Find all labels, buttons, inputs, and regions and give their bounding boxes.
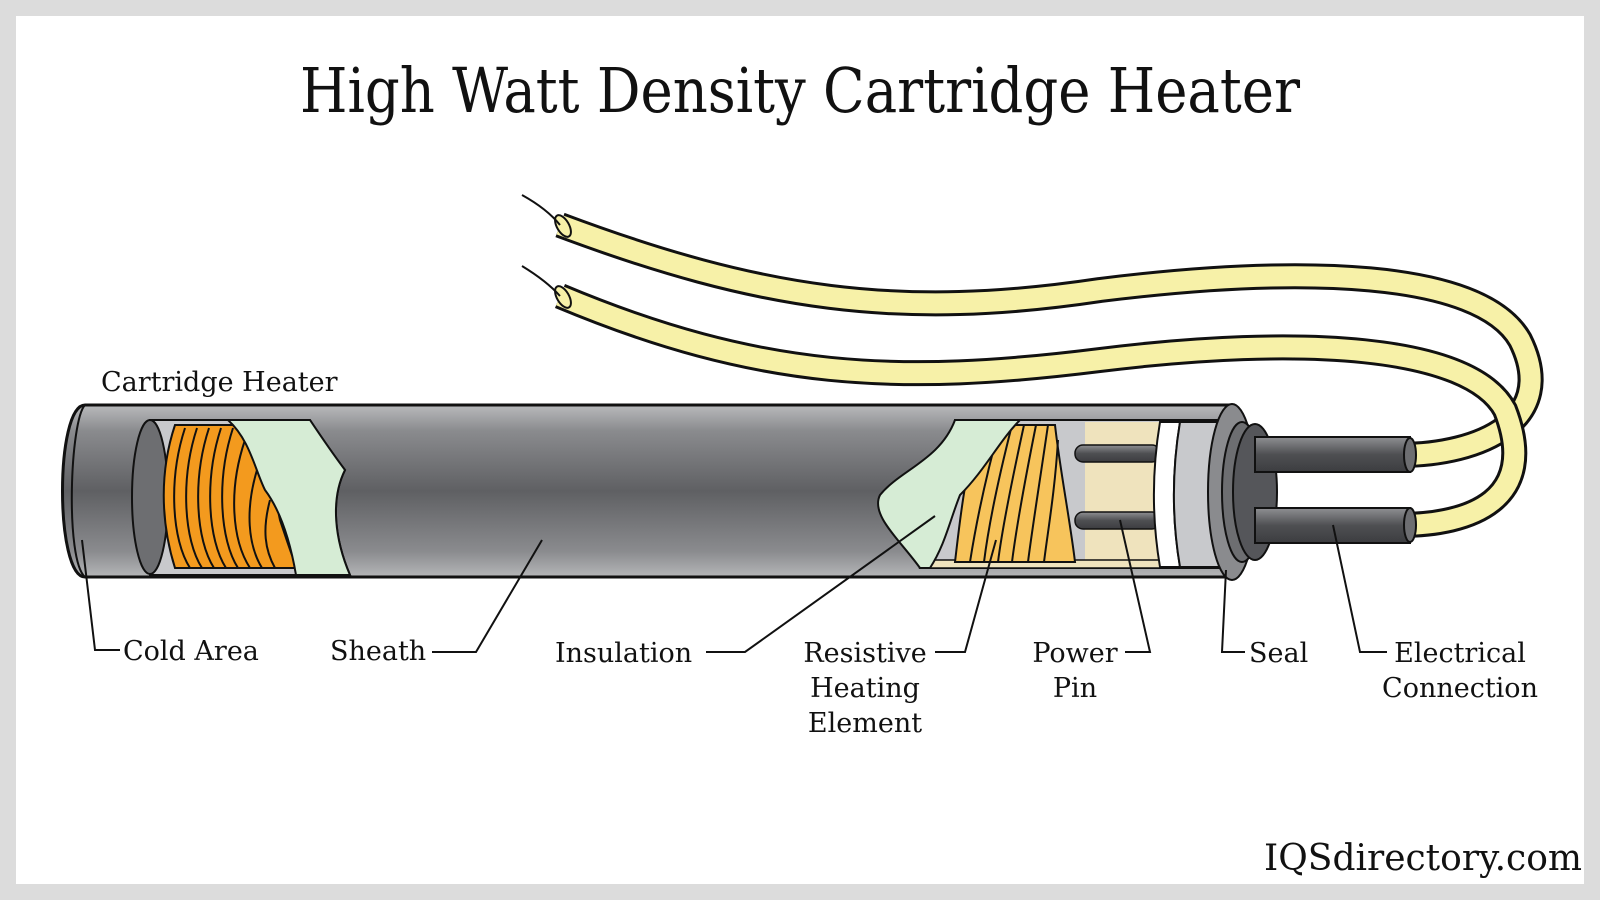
power-pin-label-2: Pin (1053, 673, 1097, 704)
sheath-label: Sheath (330, 636, 426, 667)
brand-watermark: IQSdirectory.com (1264, 838, 1582, 879)
electrical-label-2: Connection (1382, 673, 1538, 704)
electrical-label-1: Electrical (1394, 638, 1526, 669)
seal-label: Seal (1249, 638, 1308, 669)
diagram-title: High Watt Density Cartridge Heater (300, 54, 1300, 127)
hot-section-cutaway (877, 419, 1231, 569)
insulation-label: Insulation (555, 638, 692, 669)
electrical-connection-sleeves (1254, 436, 1417, 544)
cold-area-cutaway (131, 419, 352, 576)
lead-wires (521, 194, 1544, 538)
power-pin-label-1: Power (1032, 638, 1117, 669)
cartridge-heater-label: Cartridge Heater (101, 367, 338, 398)
resistive-label-2: Heating (810, 673, 920, 704)
resistive-label-1: Resistive (803, 638, 926, 669)
cold-area-label: Cold Area (123, 636, 259, 667)
seal (1207, 403, 1278, 581)
resistive-label-3: Element (808, 708, 922, 739)
leader-lines (81, 515, 1387, 653)
